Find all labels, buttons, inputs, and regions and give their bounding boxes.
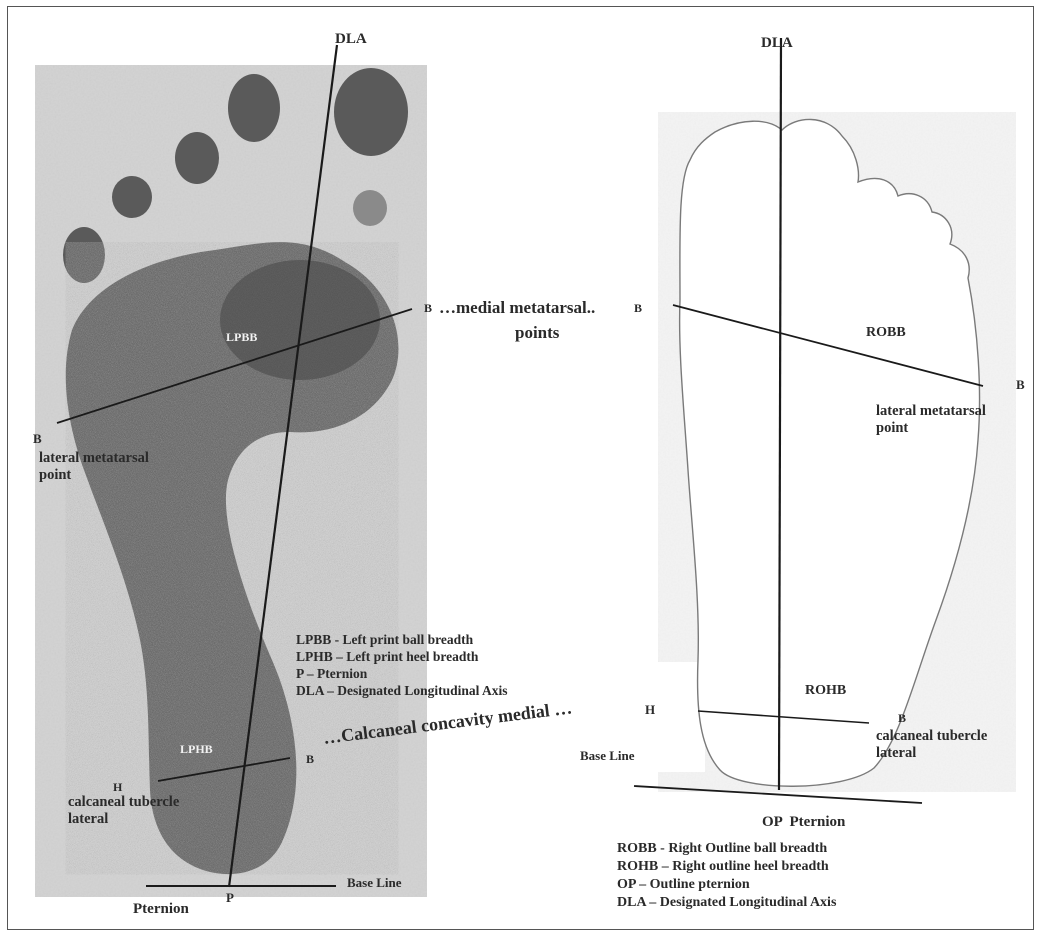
right-legend: ROBB - Right Outline ball breadth ROHB –… [617, 840, 836, 912]
left-legend-item: LPHB – Left print heel breadth [296, 648, 508, 665]
left-b-lateral-label: B [33, 432, 42, 447]
points-connector-label: points [515, 323, 559, 343]
left-p-label: P [226, 891, 234, 906]
left-toe-6 [63, 227, 105, 283]
left-b-heel-label: B [306, 753, 314, 767]
right-legend-item: ROHB – Right outline heel breadth [617, 858, 836, 876]
left-toe-3 [228, 74, 280, 142]
right-b-heel-label: B [898, 712, 906, 726]
right-h-label: H [645, 703, 655, 718]
right-baseline-label-patch [625, 662, 705, 772]
left-calcaneal-tubercle-label: calcaneal tubercle lateral [68, 794, 179, 827]
medial-metatarsal-connector-label: …medial metatarsal.. [439, 298, 595, 318]
right-b-lateral-label: B [1016, 378, 1025, 393]
left-legend-item: DLA – Designated Longitudinal Axis [296, 682, 508, 699]
right-op-pternion-label: OP Pternion [762, 814, 845, 831]
right-legend-item: DLA – Designated Longitudinal Axis [617, 894, 836, 912]
right-robb-label: ROBB [866, 325, 906, 341]
right-dla-label: DLA [761, 35, 793, 52]
right-rohb-label: ROHB [805, 683, 846, 699]
left-legend-item: P – Pternion [296, 665, 508, 682]
left-legend: LPBB - Left print ball breadth LPHB – Le… [296, 631, 508, 699]
left-lpbb-label: LPBB [226, 331, 257, 345]
left-b-medial-label: B [424, 302, 432, 316]
left-pternion-label: Pternion [133, 901, 189, 918]
left-base-line-label: Base Line [347, 876, 402, 891]
right-b-medial-label: B [634, 302, 642, 316]
right-lateral-metatarsal-label: lateral metatarsal point [876, 403, 986, 436]
right-calcaneal-tubercle-label: calcaneal tubercle lateral [876, 728, 987, 761]
left-legend-item: LPBB - Left print ball breadth [296, 631, 508, 648]
left-toe-4 [175, 132, 219, 184]
left-toe-big [334, 68, 408, 156]
right-legend-item: ROBB - Right Outline ball breadth [617, 840, 836, 858]
left-toe-5 [112, 176, 152, 218]
left-ball-dark [220, 260, 380, 380]
left-lateral-metatarsal-label: lateral metatarsal point [39, 450, 149, 483]
left-h-label: H [113, 781, 122, 795]
right-base-line-label: Base Line [580, 749, 635, 764]
right-legend-item: OP – Outline pternion [617, 876, 836, 894]
left-lphb-label: LPHB [180, 743, 213, 757]
left-dla-label: DLA [335, 31, 367, 48]
left-toe-big-lower [353, 190, 387, 226]
